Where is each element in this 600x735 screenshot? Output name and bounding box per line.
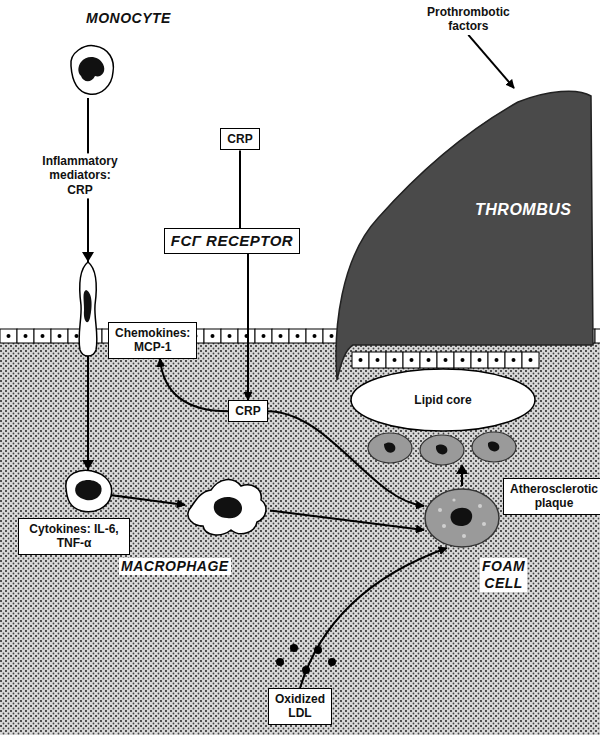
endothelial-cell bbox=[488, 352, 505, 368]
endothelial-cell bbox=[369, 352, 386, 368]
endothelial-cell bbox=[238, 329, 255, 343]
molecule-box: CRP bbox=[220, 128, 259, 150]
label-text: CRP bbox=[235, 404, 260, 418]
cell-nucleus bbox=[376, 358, 380, 362]
endothelial-cell bbox=[505, 352, 522, 368]
cytokine-box: Cytokines: IL-6, TNF-α bbox=[18, 518, 130, 555]
molecule-box: CRP bbox=[228, 400, 267, 422]
endothelial-cell bbox=[522, 352, 539, 368]
arrow-connector bbox=[160, 359, 228, 411]
cell-nucleus bbox=[393, 358, 397, 362]
label-text: FOAM CELL bbox=[480, 558, 527, 592]
cell-nucleus bbox=[313, 334, 317, 338]
endothelial-cell bbox=[0, 329, 17, 343]
annotation: Prothrombotic factors bbox=[425, 4, 512, 35]
endothelial-cell bbox=[272, 329, 289, 343]
label-text: Prothrombotic factors bbox=[427, 5, 510, 34]
cell-nucleus bbox=[279, 334, 283, 338]
foam-cell: FOAM CELL bbox=[424, 488, 500, 548]
cell-nucleus bbox=[296, 334, 300, 338]
cell-nucleus bbox=[461, 358, 465, 362]
cell-nucleus bbox=[330, 334, 334, 338]
cell-nucleus bbox=[75, 334, 79, 338]
endothelial-cell bbox=[454, 352, 471, 368]
endothelial-cell bbox=[437, 352, 454, 368]
adhering-monocyte bbox=[79, 262, 97, 356]
endothelial-cell bbox=[595, 329, 600, 343]
intima-texture bbox=[0, 343, 600, 735]
receptor-box: FCΓ RECEPTOR bbox=[164, 228, 300, 254]
endothelial-cell bbox=[420, 352, 437, 368]
label-text: Oxidized LDL bbox=[275, 692, 325, 721]
ldl-box: Oxidized LDL bbox=[268, 688, 332, 725]
endothelial-cell bbox=[255, 329, 272, 343]
cell-figure bbox=[424, 488, 500, 548]
cell-nucleus bbox=[478, 358, 482, 362]
label-text: MONOCYTE bbox=[84, 10, 173, 27]
cell-nucleus bbox=[495, 358, 499, 362]
endothelial-cell bbox=[34, 329, 51, 343]
arrowhead bbox=[456, 464, 468, 474]
cell-nucleus bbox=[444, 358, 448, 362]
cell-nucleus bbox=[410, 358, 414, 362]
endothelial-cell bbox=[221, 329, 238, 343]
arrow-to-plaque bbox=[461, 472, 463, 486]
macrophage: MACROPHAGE bbox=[185, 472, 270, 542]
endothelial-cell bbox=[471, 352, 488, 368]
label-text: Cytokines: IL-6, TNF-α bbox=[25, 522, 123, 551]
label-text: Atherosclerotic plaque bbox=[510, 482, 598, 511]
endothelial-cell bbox=[352, 352, 369, 368]
cell-figure bbox=[65, 42, 117, 98]
cell-nucleus bbox=[427, 358, 431, 362]
arrowhead bbox=[82, 460, 94, 470]
cell-nucleus bbox=[359, 358, 363, 362]
cell-label: MONOCYTE bbox=[62, 8, 180, 98]
cell-nucleus bbox=[41, 334, 45, 338]
chemokine-box: Chemokines: MCP-1 bbox=[108, 322, 197, 359]
endothelial-cell bbox=[403, 352, 420, 368]
label-text: THROMBUS bbox=[473, 200, 573, 219]
arrow-connector bbox=[270, 511, 424, 531]
plaque-box: Atherosclerotic plaque bbox=[503, 478, 600, 515]
edge-label: Inflammatory mediators: CRP bbox=[40, 153, 119, 198]
endothelial-cell bbox=[17, 329, 34, 343]
cell-nucleus bbox=[262, 334, 266, 338]
endothelial-cell bbox=[289, 329, 306, 343]
cell-nucleus bbox=[228, 334, 232, 338]
label-text: CRP bbox=[227, 132, 252, 146]
arrow-connector bbox=[300, 548, 447, 688]
arrow-connector bbox=[247, 254, 249, 400]
label-text: Chemokines: MCP-1 bbox=[115, 326, 190, 355]
arrow-connector bbox=[468, 35, 514, 88]
cell-nucleus bbox=[7, 334, 11, 338]
cell-nucleus bbox=[512, 358, 516, 362]
label-text: FCΓ RECEPTOR bbox=[171, 232, 293, 250]
thrombus: THROMBUS bbox=[333, 88, 595, 383]
cell-nucleus bbox=[529, 358, 533, 362]
label-text: Lipid core bbox=[414, 393, 471, 407]
cell-figure bbox=[185, 472, 270, 542]
plaque-foam-cells bbox=[368, 432, 516, 465]
cell-nucleus bbox=[211, 334, 215, 338]
arrow-connector bbox=[239, 150, 241, 228]
tissue-monocyte bbox=[66, 470, 112, 512]
cell-nucleus bbox=[24, 334, 28, 338]
label-text: MACROPHAGE bbox=[119, 558, 231, 575]
endothelial-cell bbox=[306, 329, 323, 343]
arrowhead bbox=[82, 252, 94, 262]
lipid-core: Lipid core bbox=[350, 368, 536, 432]
endothelial-cell bbox=[51, 329, 68, 343]
cell-nucleus bbox=[58, 334, 62, 338]
endothelial-cell bbox=[386, 352, 403, 368]
ldl-particles bbox=[276, 644, 336, 674]
thrombus-shape bbox=[333, 88, 595, 383]
endothelial-cell bbox=[204, 329, 221, 343]
